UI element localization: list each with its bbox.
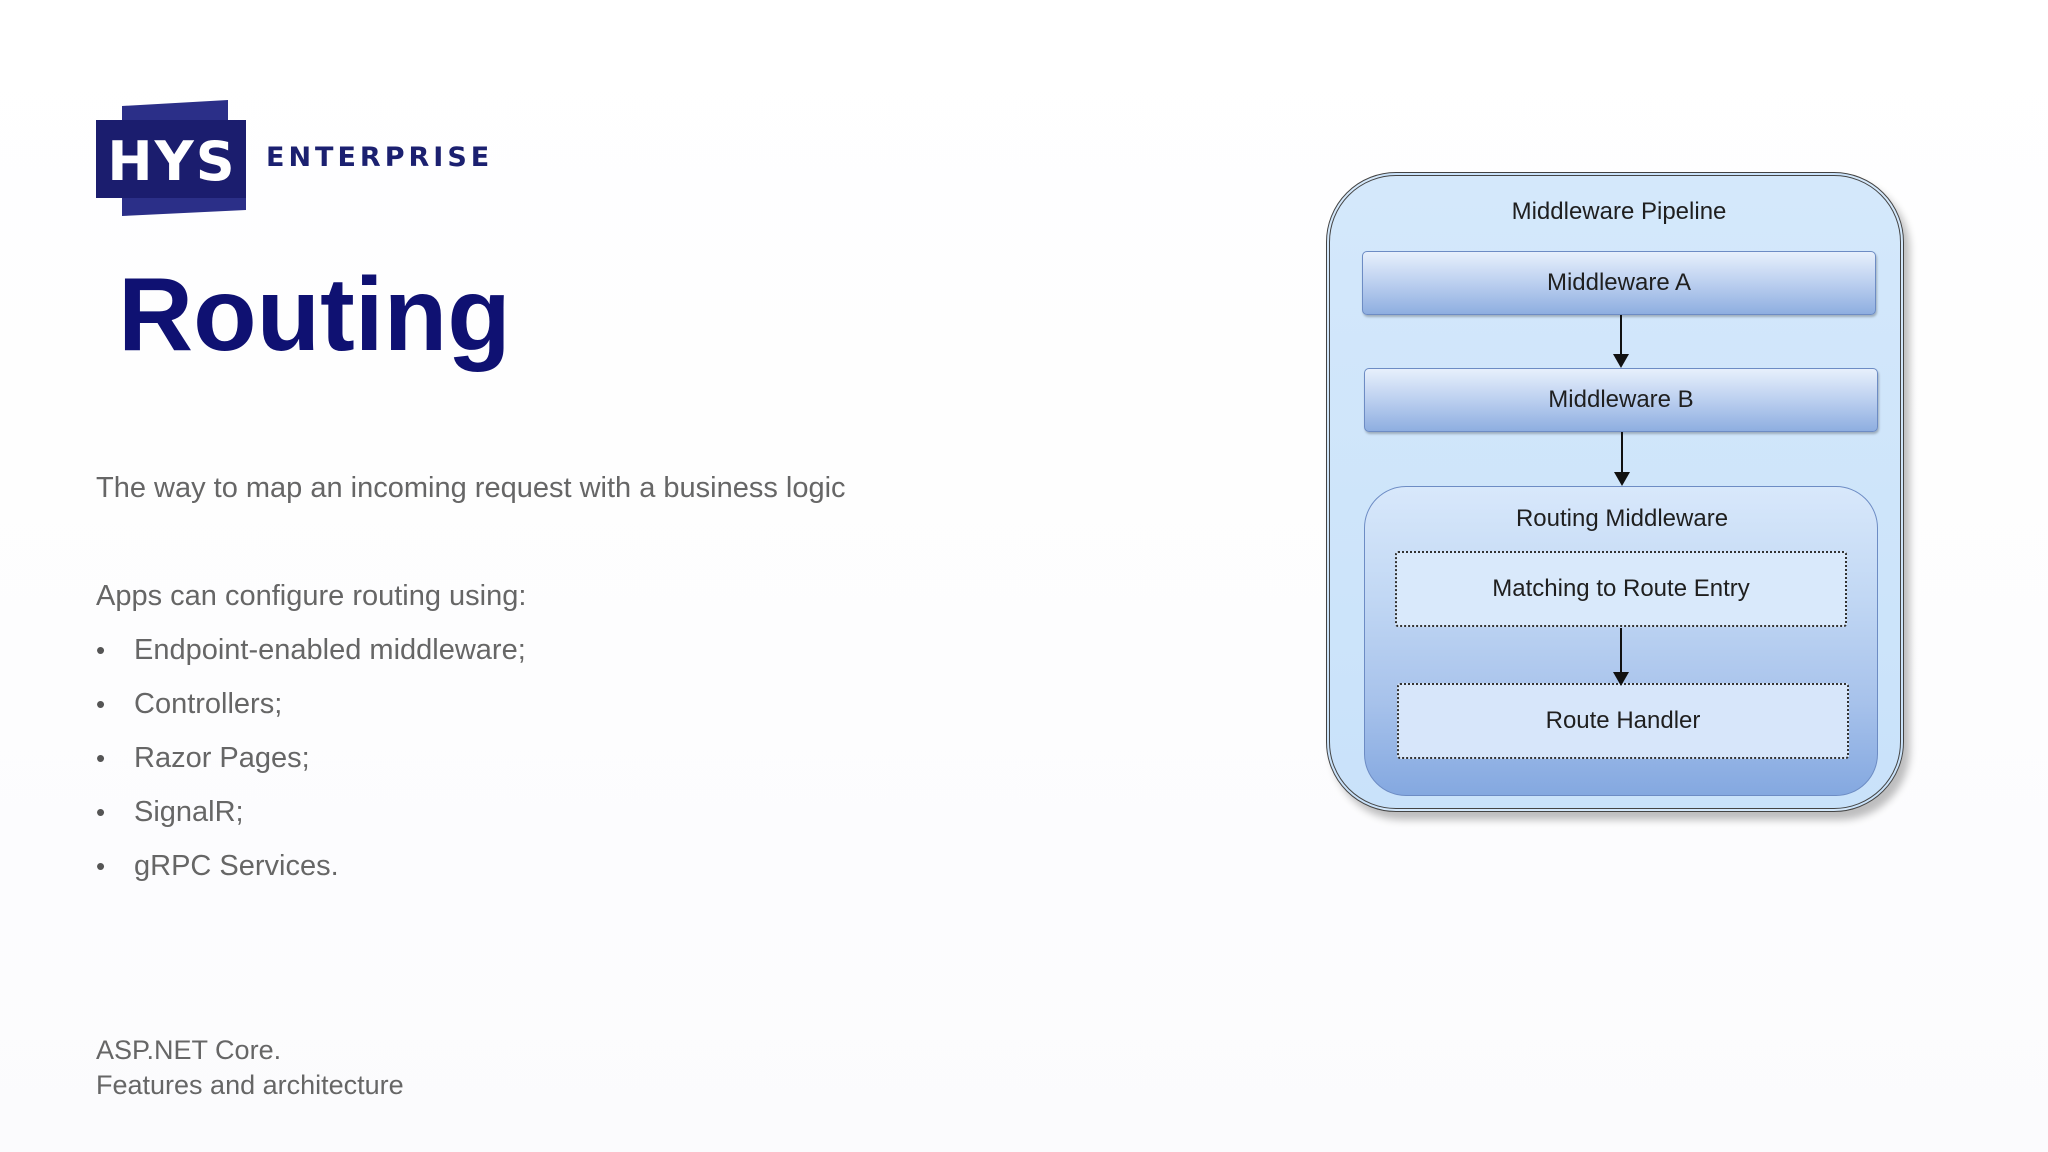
middleware-b-box: Middleware B (1364, 368, 1878, 432)
arrow-down-icon (1613, 628, 1629, 686)
bullet-dot-icon: • (96, 743, 106, 773)
bullet-text: Endpoint-enabled middleware; (134, 634, 526, 666)
bullet-item: • Endpoint-enabled middleware; (96, 630, 526, 684)
matching-route-entry-label: Matching to Route Entry (1492, 575, 1750, 602)
bullet-text: Razor Pages; (134, 742, 310, 774)
hys-enterprise-logo: HYS ENTERPRISE (96, 100, 489, 220)
arrow-down-icon (1614, 432, 1630, 486)
logo-mark: HYS (96, 100, 248, 218)
bullet-dot-icon: • (96, 797, 106, 827)
logo-mark-text: HYS (107, 129, 237, 193)
intro-text: The way to map an incoming request with … (96, 472, 846, 504)
middleware-a-box: Middleware A (1362, 251, 1876, 315)
routing-middleware-label: Routing Middleware (1515, 505, 1729, 532)
bullet-item: • gRPC Services. (96, 846, 526, 900)
bullet-dot-icon: • (96, 851, 106, 881)
route-handler-box: Route Handler (1397, 683, 1849, 759)
bullet-item: • Razor Pages; (96, 738, 526, 792)
bullet-dot-icon: • (96, 689, 106, 719)
lead-text: Apps can configure routing using: (96, 580, 527, 612)
bullet-text: gRPC Services. (134, 850, 339, 882)
logo-wordmark: ENTERPRISE (266, 142, 494, 173)
arrow-down-icon (1613, 315, 1629, 368)
bullet-list: • Endpoint-enabled middleware; • Controlle… (96, 630, 526, 900)
route-handler-label: Route Handler (1545, 707, 1701, 734)
logo-badge-shape (96, 100, 246, 216)
matching-route-entry-box: Matching to Route Entry (1395, 551, 1847, 627)
middleware-a-label: Middleware A (1546, 269, 1692, 296)
bullet-item: • Controllers; (96, 684, 526, 738)
footer-line-2: Features and architecture (96, 1070, 404, 1100)
slide-title: Routing (118, 257, 511, 373)
pipeline-label: Middleware Pipeline (1511, 198, 1727, 225)
footer-line-1: ASP.NET Core. (96, 1035, 282, 1065)
middleware-pipeline-box: Middleware Pipeline Middleware A Middlew… (1326, 172, 1904, 812)
bullet-item: • SignalR; (96, 792, 526, 846)
footer: ASP.NET Core. Features and architecture (96, 1033, 404, 1103)
routing-diagram: Middleware Pipeline Middleware A Middlew… (1326, 172, 1916, 822)
bullet-dot-icon: • (96, 635, 106, 665)
bullet-text: Controllers; (134, 688, 283, 720)
middleware-b-label: Middleware B (1548, 386, 1694, 413)
bullet-text: SignalR; (134, 796, 244, 828)
